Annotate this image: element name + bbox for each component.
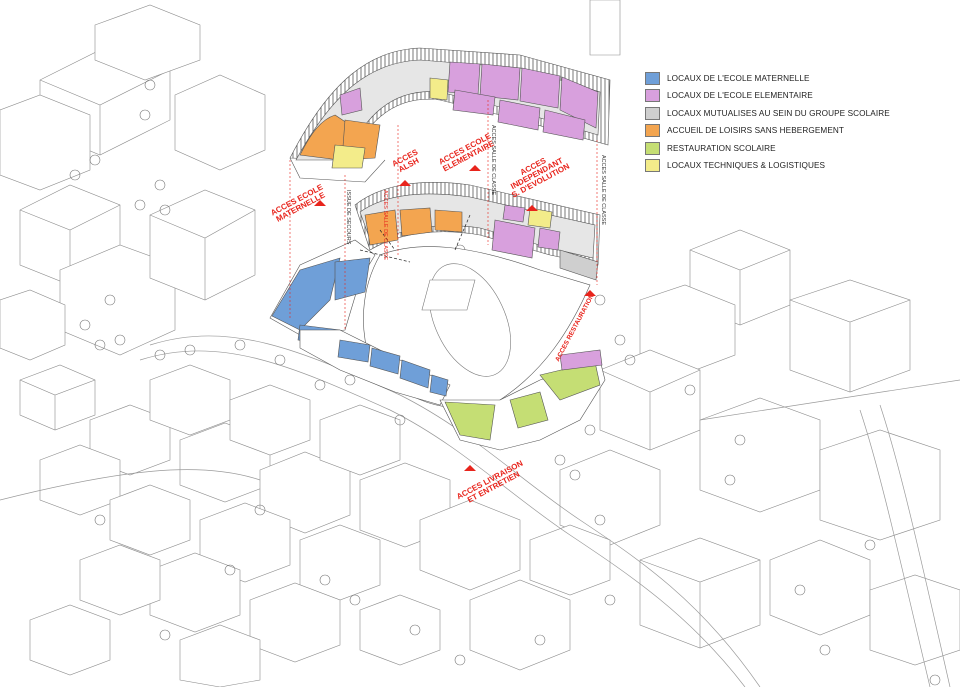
legend-label: LOCAUX DE L'ECOLE MATERNELLE bbox=[667, 73, 810, 83]
legend-label: LOCAUX TECHNIQUES & LOGISTIQUES bbox=[667, 161, 826, 170]
legend: LOCAUX DE L'ECOLE MATERNELLE LOCAUX DE L'… bbox=[645, 70, 945, 175]
ground-floor-plan bbox=[269, 182, 606, 451]
label-acces-salle-2: ACCES SALLE DE CLASSE bbox=[600, 155, 606, 226]
legend-swatch bbox=[645, 159, 660, 172]
legend-item: LOCAUX MUTUALISES AU SEIN DU GROUPE SCOL… bbox=[645, 105, 945, 121]
legend-item: LOCAUX DE L'ECOLE MATERNELLE bbox=[645, 70, 945, 86]
legend-swatch bbox=[645, 71, 660, 85]
legend-item: RESTAURATION SCOLAIRE bbox=[645, 140, 945, 156]
circulation-arrows bbox=[359, 214, 471, 263]
label-issue-secours-2: ACCES SALLE DE CLASSE bbox=[382, 190, 388, 261]
projection-lines bbox=[289, 100, 598, 330]
legend-swatch bbox=[645, 106, 660, 120]
label-acces-salle-1: ACCES SALLE DE CLASSE bbox=[490, 125, 496, 196]
legend-item: LOCAUX DE L'ECOLE ELEMENTAIRE bbox=[645, 88, 945, 104]
legend-item: ACCUEIL DE LOISIRS SANS HEBERGEMENT bbox=[645, 123, 945, 139]
legend-label: LOCAUX MUTUALISES AU SEIN DU GROUPE SCOL… bbox=[667, 108, 890, 118]
legend-label: LOCAUX DE L'ECOLE ELEMENTAIRE bbox=[667, 91, 813, 100]
legend-swatch bbox=[645, 141, 660, 155]
legend-label: RESTAURATION SCOLAIRE bbox=[667, 143, 776, 153]
legend-label: ACCUEIL DE LOISIRS SANS HEBERGEMENT bbox=[667, 126, 844, 135]
legend-swatch bbox=[645, 124, 660, 137]
streets bbox=[0, 335, 960, 687]
label-issue-secours: ISSUE DE SECOURS bbox=[345, 190, 351, 245]
upper-floor-plan bbox=[289, 47, 611, 183]
legend-swatch bbox=[645, 89, 660, 102]
access-arrows bbox=[314, 165, 596, 471]
legend-item: LOCAUX TECHNIQUES & LOGISTIQUES bbox=[645, 158, 945, 174]
